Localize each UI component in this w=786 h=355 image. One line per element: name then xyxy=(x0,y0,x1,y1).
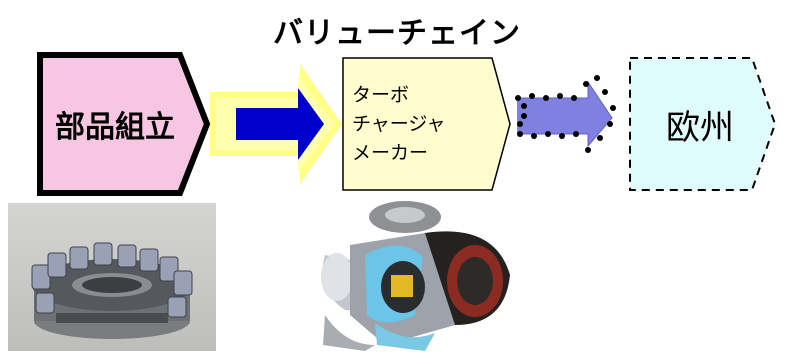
arrow-parts-to-turbo xyxy=(210,64,342,184)
stage-turbo-maker-line-1: ターボ xyxy=(352,83,410,106)
stage-turbo-maker-shape xyxy=(342,57,511,191)
turbo-nozzle-ring-photo xyxy=(8,203,216,351)
stage-europe-shape xyxy=(629,57,777,191)
stage-turbo-maker-line-2: チャージャ xyxy=(352,112,446,135)
stage-turbo-maker-label: ターボ チャージャ メーカー xyxy=(352,74,502,174)
diagram-title: バリューチェイン xyxy=(273,16,521,51)
stage-europe-label: 欧州 xyxy=(666,107,734,148)
turbocharger-cutaway-photo xyxy=(305,195,520,353)
arrow-turbo-to-europe xyxy=(515,75,616,153)
stage-turbo-maker-line-3: メーカー xyxy=(352,141,429,164)
stage-parts-assembly-shape xyxy=(37,52,211,196)
stage-parts-assembly-label: 部品組立 xyxy=(55,110,175,145)
